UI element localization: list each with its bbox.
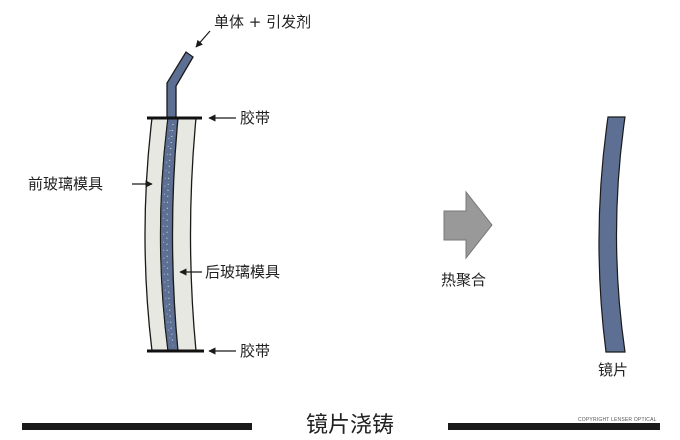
monomer-texture — [163, 129, 171, 341]
process-arrow-icon — [443, 190, 493, 260]
copyright-text: COPYRIGHT LENSER OPTICAL — [578, 417, 657, 423]
back-glass-mold — [171, 117, 197, 352]
label-lens: 镜片 — [598, 361, 628, 379]
label-gasket-top: 胶带 — [240, 109, 270, 127]
footer-bar-right — [448, 423, 660, 430]
label-front-mold: 前玻璃模具 — [28, 175, 103, 193]
label-monomer: 单体 + 引发剂 — [214, 13, 311, 31]
label-heat-polymerization: 热聚合 — [441, 271, 486, 289]
footer-bar-left — [22, 423, 252, 430]
figure-title: 镜片浇铸 — [306, 413, 394, 438]
fill-tube — [166, 51, 194, 119]
arrow-monomer — [195, 30, 211, 48]
label-back-mold: 后玻璃模具 — [205, 263, 280, 281]
finished-lens — [598, 116, 626, 353]
label-gasket-bottom: 胶带 — [240, 342, 270, 360]
